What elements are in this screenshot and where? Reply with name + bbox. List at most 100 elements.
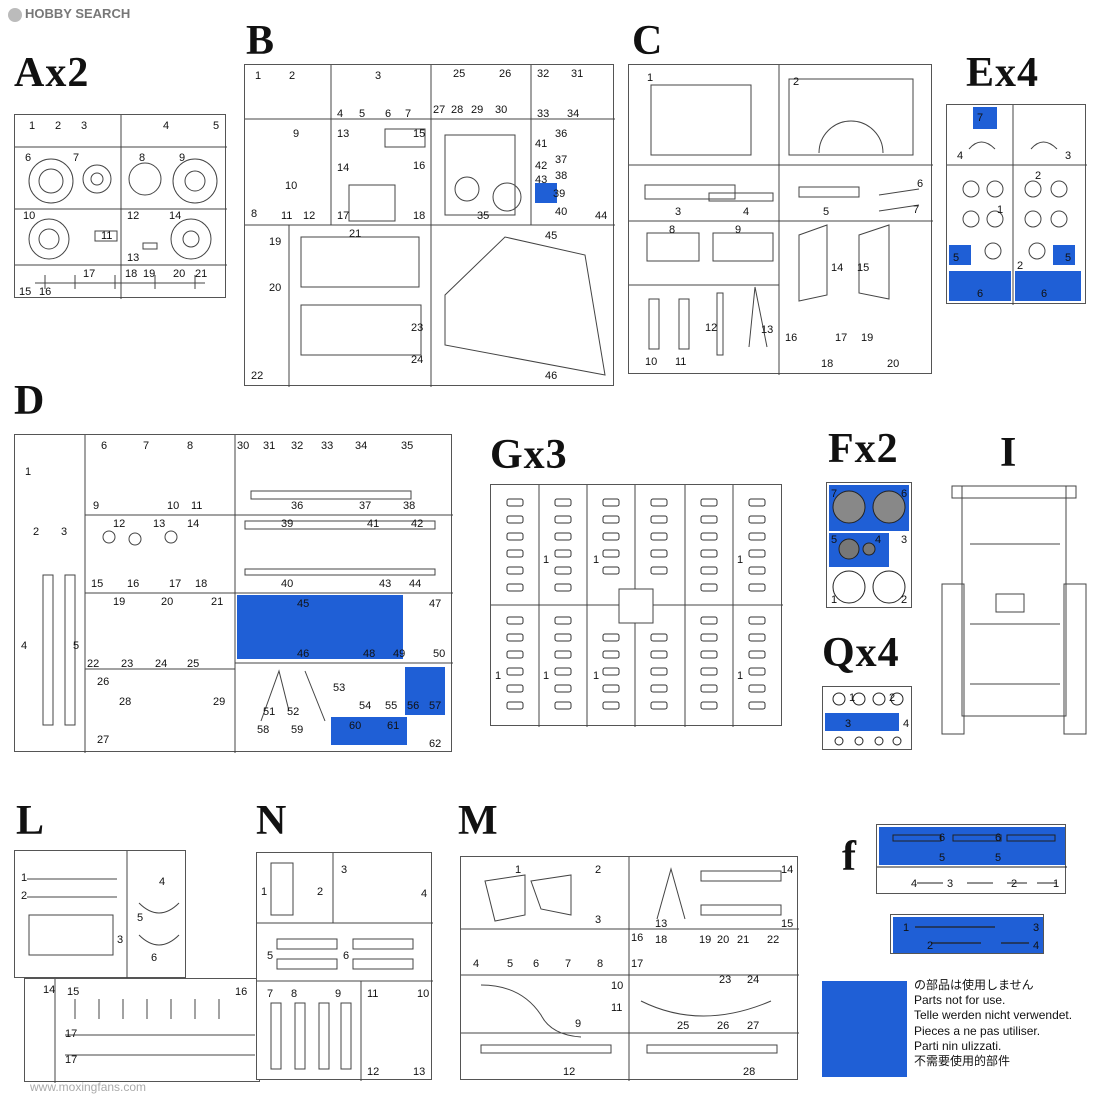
part-number: 20 bbox=[173, 268, 185, 280]
part-number: 1 bbox=[593, 554, 599, 566]
part-number: 7 bbox=[831, 488, 837, 500]
track-link-part bbox=[506, 515, 524, 524]
part-number: 4 bbox=[911, 878, 917, 890]
sprue-l-lower-frame: 14 15 16 17 17 bbox=[24, 978, 260, 1083]
sprue-f-drawing: 7 6 5 4 3 1 2 bbox=[829, 485, 909, 606]
track-link-part bbox=[748, 583, 766, 592]
part-number: 15 bbox=[781, 918, 793, 930]
part-number: 41 bbox=[367, 518, 379, 530]
part-number: 1 bbox=[21, 872, 27, 884]
unused-part-5 bbox=[949, 245, 971, 265]
part-number: 38 bbox=[403, 500, 415, 512]
part-number: 47 bbox=[429, 598, 441, 610]
part-number: 54 bbox=[359, 700, 371, 712]
part-number: 25 bbox=[453, 68, 465, 80]
part-number: 4 bbox=[957, 150, 963, 162]
track-link-part bbox=[700, 515, 718, 524]
part-number: 49 bbox=[393, 648, 405, 660]
part-number: 12 bbox=[367, 1066, 379, 1078]
part-number: 34 bbox=[567, 108, 579, 120]
part-number: 16 bbox=[631, 932, 643, 944]
part-number: 14 bbox=[43, 984, 55, 996]
part-number: 52 bbox=[287, 706, 299, 718]
part-number: 28 bbox=[743, 1066, 755, 1078]
part-number: 2 bbox=[1011, 878, 1017, 890]
part-number: 26 bbox=[97, 676, 109, 688]
part-number: 8 bbox=[187, 440, 193, 452]
part-number: 3 bbox=[61, 526, 67, 538]
sprue-a-title: Ax2 bbox=[14, 50, 90, 96]
sprue-d-frame: 1 2 3 4 5 6 7 8 9 10 11 12 13 14 15 16 1… bbox=[14, 434, 453, 753]
part-number: 61 bbox=[387, 720, 399, 732]
sprue-m-frame: 1 2 3 4 5 6 7 8 9 10 11 12 13 14 15 16 1… bbox=[460, 856, 799, 1081]
part-number: 20 bbox=[717, 934, 729, 946]
part-number: 36 bbox=[291, 500, 303, 512]
part-number: 14 bbox=[781, 864, 793, 876]
track-link-part bbox=[650, 701, 668, 710]
sprue-f-small-frame: 6 6 5 5 4 3 2 1 bbox=[876, 824, 1067, 894]
part-number: 12 bbox=[113, 518, 125, 530]
track-link-part bbox=[748, 498, 766, 507]
part-number: 13 bbox=[153, 518, 165, 530]
part-number: 22 bbox=[251, 370, 263, 382]
unused-part-3 bbox=[825, 713, 899, 731]
part-number: 6 bbox=[939, 832, 945, 844]
part-number: 2 bbox=[289, 70, 295, 82]
part-number: 43 bbox=[379, 578, 391, 590]
part-number: 30 bbox=[237, 440, 249, 452]
sprue-f-small-drawing: 6 6 5 5 4 3 2 1 bbox=[877, 827, 1067, 890]
part-number: 6 bbox=[1041, 288, 1047, 300]
part-number: 40 bbox=[281, 578, 293, 590]
part-number: 50 bbox=[433, 648, 445, 660]
part-number: 1 bbox=[25, 466, 31, 478]
sprue-e-frame: 7 4 3 1 2 5 2 5 6 6 bbox=[946, 104, 1087, 305]
part-number: 6 bbox=[343, 950, 349, 962]
part-number: 24 bbox=[155, 658, 167, 670]
part-number: 1 bbox=[903, 922, 909, 934]
unused-color-swatch bbox=[822, 981, 907, 1077]
part-number: 4 bbox=[743, 206, 749, 218]
part-number: 48 bbox=[363, 648, 375, 660]
part-number: 42 bbox=[411, 518, 423, 530]
part-number: 16 bbox=[39, 286, 51, 298]
part-number: 17 bbox=[65, 1054, 77, 1066]
unused-part-6 bbox=[1015, 271, 1081, 301]
track-link-part bbox=[650, 549, 668, 558]
part-number: 45 bbox=[545, 230, 557, 242]
track-link-part bbox=[602, 650, 620, 659]
part-number: 20 bbox=[887, 358, 899, 370]
part-number: 22 bbox=[767, 934, 779, 946]
part-number: 10 bbox=[611, 980, 623, 992]
track-link-part bbox=[602, 498, 620, 507]
part-number: 19 bbox=[699, 934, 711, 946]
part-number: 2 bbox=[927, 940, 933, 952]
track-link-part bbox=[748, 616, 766, 625]
part-number: 2 bbox=[317, 886, 323, 898]
part-number: 23 bbox=[121, 658, 133, 670]
part-number: 18 bbox=[125, 268, 137, 280]
track-link-part bbox=[700, 616, 718, 625]
sprue-n-title: N bbox=[256, 798, 288, 844]
part-number: 1 bbox=[737, 554, 743, 566]
part-number: 13 bbox=[127, 252, 139, 264]
track-link-part bbox=[554, 701, 572, 710]
sprue-l-drawing: 1 2 3 4 5 6 bbox=[21, 851, 180, 979]
part-number: 2 bbox=[793, 76, 799, 88]
part-number: 37 bbox=[555, 154, 567, 166]
part-number: 7 bbox=[267, 988, 273, 1000]
part-number: 39 bbox=[553, 188, 565, 200]
part-number: 1 bbox=[849, 692, 855, 704]
watermark: www.moxingfans.com bbox=[30, 1080, 147, 1094]
part-number: 32 bbox=[291, 440, 303, 452]
part-number: 3 bbox=[375, 70, 381, 82]
part-number: 53 bbox=[333, 682, 345, 694]
part-number: 2 bbox=[33, 526, 39, 538]
part-number: 7 bbox=[913, 204, 919, 216]
part-number: 10 bbox=[417, 988, 429, 1000]
part-number: 8 bbox=[251, 208, 257, 220]
part-number: 6 bbox=[101, 440, 107, 452]
part-number: 23 bbox=[411, 322, 423, 334]
sprue-q-frame: 1 2 3 4 bbox=[822, 686, 912, 750]
part-number: 3 bbox=[675, 206, 681, 218]
part-number: 2 bbox=[1035, 170, 1041, 182]
